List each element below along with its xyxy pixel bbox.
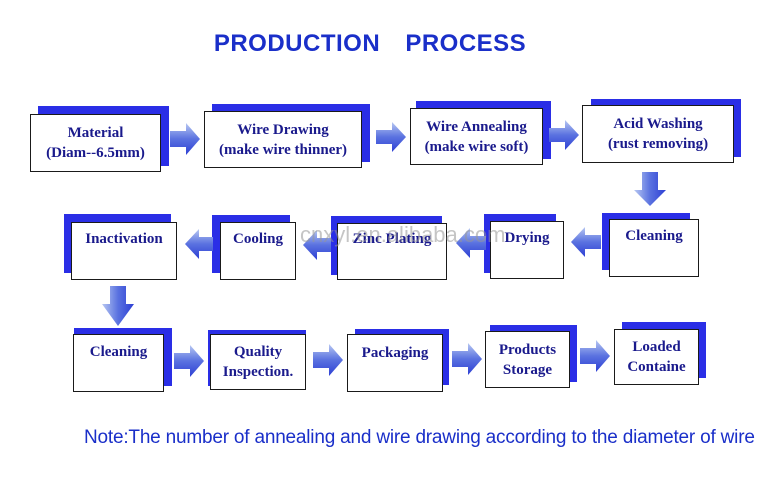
arrow-right xyxy=(313,344,343,376)
arrow-down xyxy=(102,286,134,326)
step-label: Zinc Plating xyxy=(352,231,432,247)
step-sublabel: Storage xyxy=(502,361,553,378)
arrow-right xyxy=(174,345,204,377)
step-label: Products xyxy=(498,341,557,358)
watermark: cnxyl.en.alibaba.com xyxy=(300,222,506,247)
step-label: Wire Annealing xyxy=(426,118,527,135)
step-label: Material xyxy=(67,125,124,141)
arrow-right xyxy=(452,343,482,375)
step-packaging: Packaging xyxy=(347,334,443,392)
step-wire-annealing: Wire Annealing (make wire soft) xyxy=(410,108,543,165)
arrow-left xyxy=(185,229,213,259)
step-label: Drying xyxy=(504,230,550,246)
step-inactivation: Inactivation xyxy=(71,222,177,280)
step-acid-washing: Acid Washing (rust removing) xyxy=(582,105,734,163)
step-material: Material (Diam--6.5mm) xyxy=(30,114,161,172)
arrow-right xyxy=(170,123,200,155)
arrow-right xyxy=(580,340,610,372)
step-label: Wire Drawing xyxy=(237,121,329,138)
page-title: PRODUCTION PROCESS xyxy=(213,30,527,57)
step-wire-drawing: Wire Drawing (make wire thinner) xyxy=(204,111,362,168)
step-sublabel: Containe xyxy=(627,359,686,375)
step-label: Inactivation xyxy=(85,231,163,247)
step-sublabel: (make wire soft) xyxy=(424,138,529,155)
arrow-right xyxy=(549,120,579,150)
step-sublabel: (make wire thinner) xyxy=(218,141,348,158)
step-label: Acid Washing xyxy=(613,116,703,132)
step-label: Packaging xyxy=(361,345,429,361)
step-sublabel: (Diam--6.5mm) xyxy=(46,145,145,161)
step-label: Cleaning xyxy=(625,228,683,244)
step-cleaning: Cleaning xyxy=(609,219,699,277)
arrow-down xyxy=(634,172,666,206)
arrow-left xyxy=(571,227,601,257)
step-sublabel: Inspection. xyxy=(222,364,294,380)
footnote: Note:The number of annealing and wire dr… xyxy=(84,427,755,448)
step-label: Cleaning xyxy=(89,344,148,360)
step-label: Quality xyxy=(233,344,283,360)
arrow-right xyxy=(376,122,406,152)
step-sublabel: (rust removing) xyxy=(607,136,709,152)
step-drying: Drying xyxy=(490,221,564,279)
step-cleaning-final: Cleaning xyxy=(73,334,164,392)
step-label: Cooling xyxy=(232,231,283,247)
step-cooling: Cooling xyxy=(220,222,296,280)
step-label: Loaded xyxy=(632,339,681,355)
step-zinc-plating: Zinc Plating xyxy=(337,223,447,280)
